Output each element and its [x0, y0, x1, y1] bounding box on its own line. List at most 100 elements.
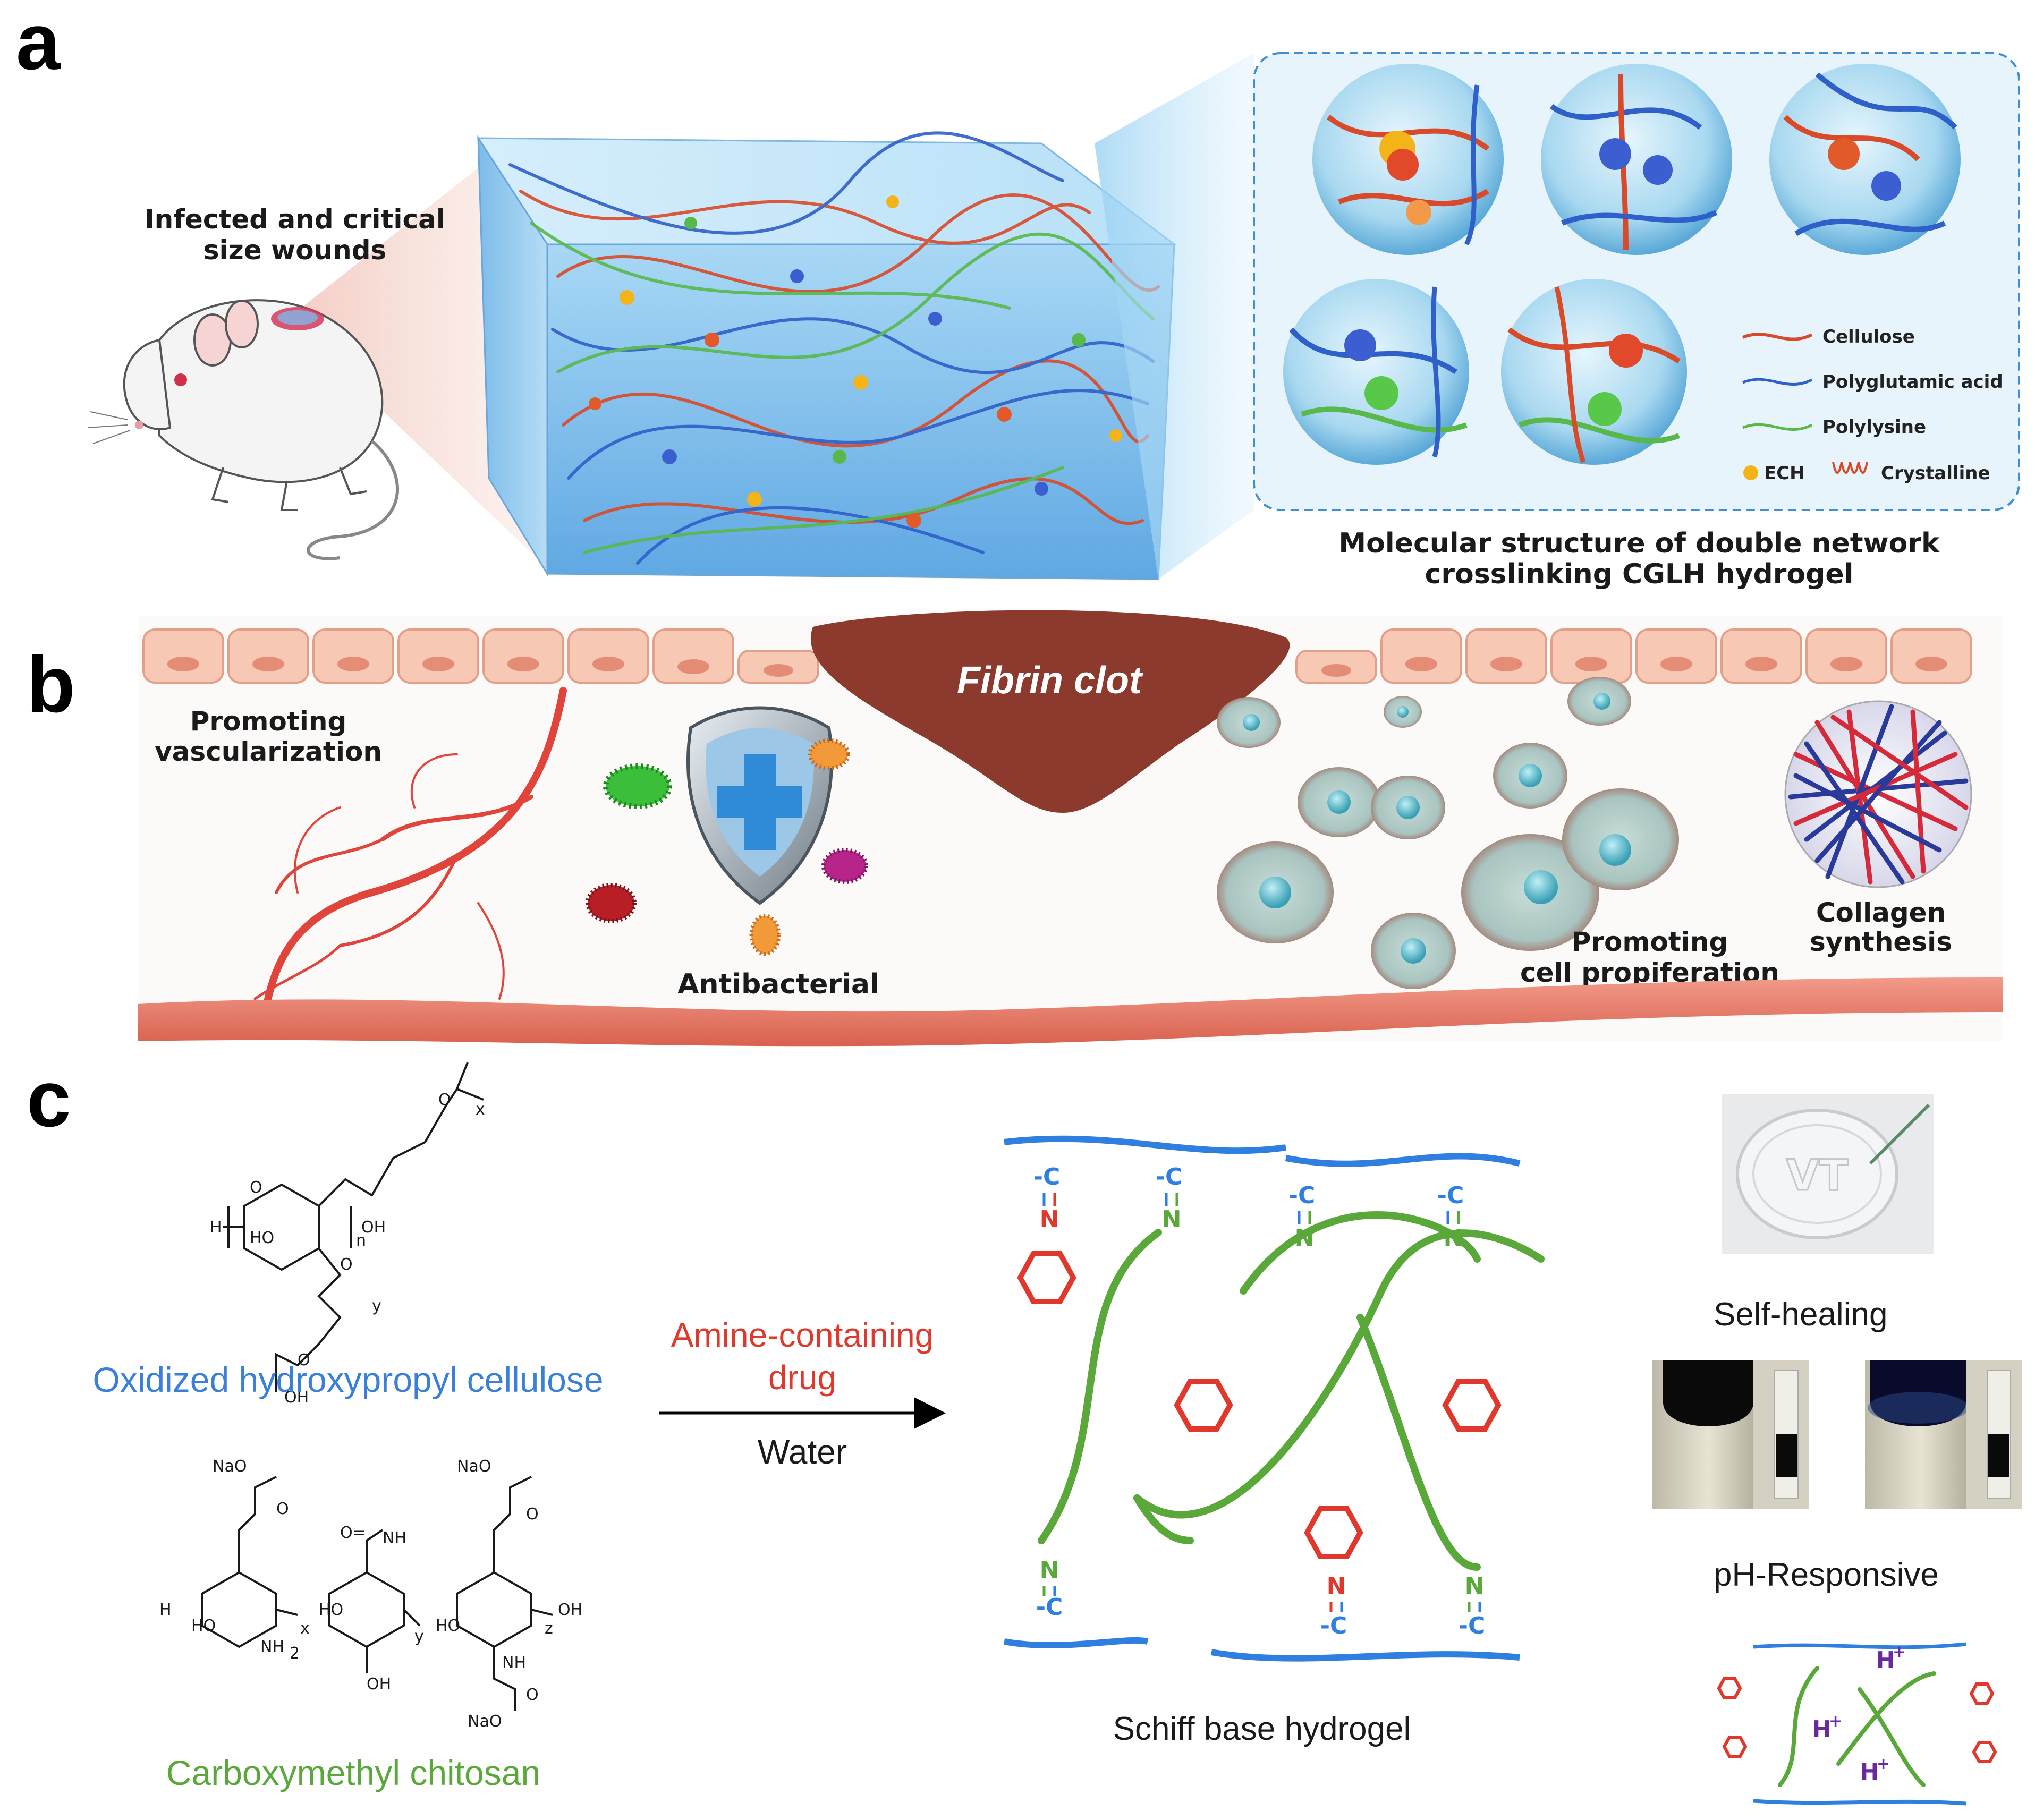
- schiff-caption: Schiff base hydrogel: [1113, 1711, 1411, 1747]
- bond-n-4: N: [1444, 1224, 1463, 1252]
- svg-text:HO: HO: [250, 1229, 274, 1247]
- collagen-label-line1: Collagen: [1816, 897, 1946, 928]
- hydrogel-block: [477, 131, 1177, 580]
- collagen-ball: [1784, 700, 1972, 888]
- self-healing-label: Self-healing: [1714, 1296, 1887, 1333]
- bond-n-5: N: [1040, 1557, 1059, 1584]
- bond-c-5: -C: [1036, 1594, 1063, 1621]
- proton-1: H: [1876, 1647, 1895, 1674]
- epithelium-layer: [142, 628, 1972, 684]
- ohpc-atom-labels: O H HO OH n O O x y O OH: [210, 1091, 485, 1407]
- vascularization-label-line2: vascularization: [155, 736, 382, 767]
- detail-sphere-4: [1283, 279, 1469, 465]
- bond-c-3: -C: [1288, 1182, 1316, 1209]
- svg-text:n: n: [356, 1231, 366, 1250]
- svg-text:O: O: [526, 1686, 539, 1704]
- structure-caption-line2: crosslinking CGLH hydrogel: [1425, 558, 1854, 590]
- svg-text:H: H: [210, 1218, 222, 1237]
- svg-text:H: H: [159, 1601, 172, 1619]
- svg-text:HO: HO: [191, 1617, 216, 1635]
- dermis-band: [138, 977, 2003, 1047]
- magnify-cone-right: [1095, 53, 1254, 579]
- proton-3-sup: +: [1877, 1755, 1890, 1773]
- arrow-label-drug-line1: Amine-containing: [671, 1316, 934, 1354]
- legend-swatch-ech: [1743, 465, 1758, 480]
- svg-text:O: O: [526, 1505, 539, 1524]
- proliferating-cells: [1217, 677, 1679, 989]
- panel-b-letter: b: [27, 640, 75, 729]
- legend-swatch-polylysine: [1742, 423, 1813, 431]
- legend-label-cellulose: Cellulose: [1822, 326, 1915, 347]
- arrow-label-water: Water: [758, 1433, 847, 1471]
- cmcs-structure: [201, 1476, 553, 1711]
- bond-c-1: -C: [1033, 1163, 1061, 1190]
- proton-1-sup: +: [1893, 1643, 1906, 1662]
- legend-label-polyglutamic: Polyglutamic acid: [1822, 371, 2003, 393]
- svg-text:y: y: [372, 1297, 381, 1315]
- svg-text:O: O: [340, 1255, 353, 1274]
- fibrin-clot: [810, 610, 1290, 813]
- legend-label-polylysine: Polylysine: [1822, 416, 1926, 438]
- bond-c-2: -C: [1156, 1163, 1183, 1190]
- magnify-cone-left: [298, 159, 542, 563]
- panel-a: a Infected and critical size wounds: [16, 0, 2020, 590]
- legend-swatch-crystalline: [1832, 462, 1868, 474]
- svg-text:x: x: [300, 1619, 310, 1638]
- svg-text:NaO: NaO: [468, 1712, 502, 1731]
- svg-text:O: O: [298, 1351, 310, 1370]
- svg-text:OH: OH: [361, 1218, 386, 1237]
- proton-2: H: [1812, 1716, 1832, 1743]
- bond-n-6: N: [1327, 1572, 1346, 1600]
- svg-text:O: O: [276, 1500, 289, 1518]
- ph-responsive-label: pH-Responsive: [1714, 1557, 1939, 1593]
- antibacterial-shield: [686, 706, 833, 905]
- legend-swatch-cellulose: [1742, 333, 1813, 341]
- svg-text:HO: HO: [319, 1601, 343, 1619]
- ohpc-structure: [223, 1062, 484, 1392]
- bacteria: [586, 738, 868, 956]
- dish-logo: VT: [1786, 1151, 1849, 1200]
- bond-n-2: N: [1162, 1206, 1182, 1233]
- collagen-label-line2: synthesis: [1810, 926, 1952, 957]
- svg-text:HO: HO: [436, 1617, 460, 1635]
- svg-text:O=: O=: [340, 1524, 366, 1542]
- svg-text:OH: OH: [367, 1675, 391, 1694]
- mouse-tail: [307, 439, 399, 560]
- legend-label-ech: ECH: [1764, 463, 1805, 484]
- self-healing-photos: [1652, 1360, 2022, 1509]
- schiff-network: -C N -C N -C N -C N N -C N -C N -C: [1003, 1135, 1545, 1662]
- mouse-illustration: [87, 299, 399, 560]
- svg-text:OH: OH: [284, 1388, 309, 1407]
- detail-sphere-1: [1312, 64, 1504, 255]
- cmcs-label: Carboxymethyl chitosan: [166, 1753, 540, 1792]
- cmcs-atom-labels: NaO O NaO O O= NH H HO NH 2 x HO OH y HO…: [159, 1457, 582, 1731]
- detail-sphere-5: [1501, 279, 1687, 465]
- ph-network: H + H + H +: [1717, 1642, 1997, 1806]
- mouse-eye: [174, 373, 187, 386]
- panel-b: b: [27, 610, 2003, 1047]
- wound-label-line1: Infected and critical: [145, 204, 445, 235]
- svg-text:y: y: [414, 1627, 424, 1646]
- petri-dish-photo: VT: [1722, 1094, 1934, 1254]
- proton-2-sup: +: [1829, 1712, 1842, 1731]
- ohpc-label: Oxidized hydroxypropyl cellulose: [92, 1360, 603, 1399]
- svg-text:OH: OH: [558, 1601, 582, 1619]
- structure-caption-line1: Molecular structure of double network: [1338, 528, 1940, 559]
- legend: Cellulose Polyglutamic acid Polylysine E…: [1742, 326, 2003, 484]
- detail-sphere-2: [1541, 64, 1732, 255]
- bond-n-1: N: [1040, 1206, 1059, 1233]
- proliferation-label-line1: Promoting: [1572, 926, 1728, 957]
- arrow-label-drug-line2: drug: [768, 1358, 836, 1397]
- svg-text:NH: NH: [502, 1654, 526, 1672]
- bond-n-7: N: [1465, 1572, 1485, 1600]
- svg-text:O: O: [250, 1178, 262, 1197]
- crosslink-nodes: [589, 195, 1122, 528]
- legend-label-crystalline: Crystalline: [1881, 463, 1990, 484]
- svg-text:NH: NH: [383, 1529, 406, 1547]
- antibacterial-label: Antibacterial: [677, 968, 879, 1000]
- proton-3: H: [1860, 1758, 1879, 1785]
- polymer-network: [508, 131, 1160, 565]
- svg-text:O: O: [438, 1091, 451, 1109]
- vascularization-label-line1: Promoting: [190, 706, 347, 737]
